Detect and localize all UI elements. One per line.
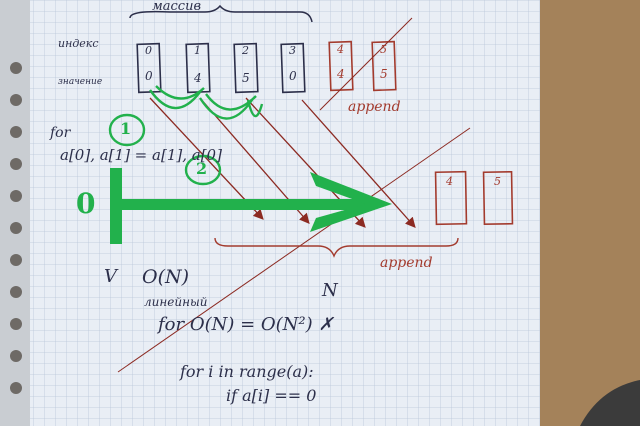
cell-index: 1	[194, 44, 201, 57]
swap-statement: a[0], a[1] = a[1], a[0]	[60, 146, 222, 164]
cell-index: 4	[337, 43, 344, 56]
array-cells	[136, 42, 306, 94]
punch-holes	[10, 62, 22, 394]
cell-index: 2	[242, 44, 249, 57]
shifted-cell: 4	[446, 175, 453, 188]
cell-value: 0	[145, 69, 153, 83]
complexity-line: for O(N) = O(N²) ✗	[158, 314, 334, 335]
n-label: N	[322, 280, 338, 301]
append-brace	[214, 237, 459, 258]
linear-label: линейный	[144, 295, 208, 309]
cell-value: 5	[380, 67, 388, 81]
for-label: for	[50, 125, 71, 141]
cell-index: 3	[289, 44, 296, 57]
value-row-label: значение	[58, 78, 103, 87]
zero-marker: 0	[76, 187, 96, 220]
if-line: if a[i] == 0	[226, 386, 317, 405]
cell-value: 0	[289, 69, 297, 83]
cell-index: 0	[145, 44, 152, 57]
cell-value: 5	[242, 71, 250, 85]
big-o-n: O(N)	[142, 266, 190, 288]
diagonal-strikes	[117, 17, 471, 373]
appended-cells	[328, 40, 514, 226]
cell-value: 4	[194, 71, 202, 85]
append-label-bottom: append	[380, 255, 433, 271]
step-one-marker: 1	[120, 119, 132, 138]
shifted-cell: 5	[494, 175, 501, 188]
array-brace	[129, 4, 313, 23]
desk-object	[580, 380, 640, 426]
cell-value: 4	[337, 67, 345, 81]
append-label-top: append	[348, 99, 401, 115]
step-two-marker: 2	[196, 159, 208, 178]
swap-arcs	[108, 85, 264, 186]
index-row-label: индекс	[58, 37, 99, 50]
loop-line: for i in range(a):	[180, 362, 314, 381]
v-mark: V	[104, 266, 117, 287]
array-label: массив	[152, 0, 202, 14]
green-arrow	[110, 168, 392, 244]
cell-index: 5	[380, 43, 387, 56]
